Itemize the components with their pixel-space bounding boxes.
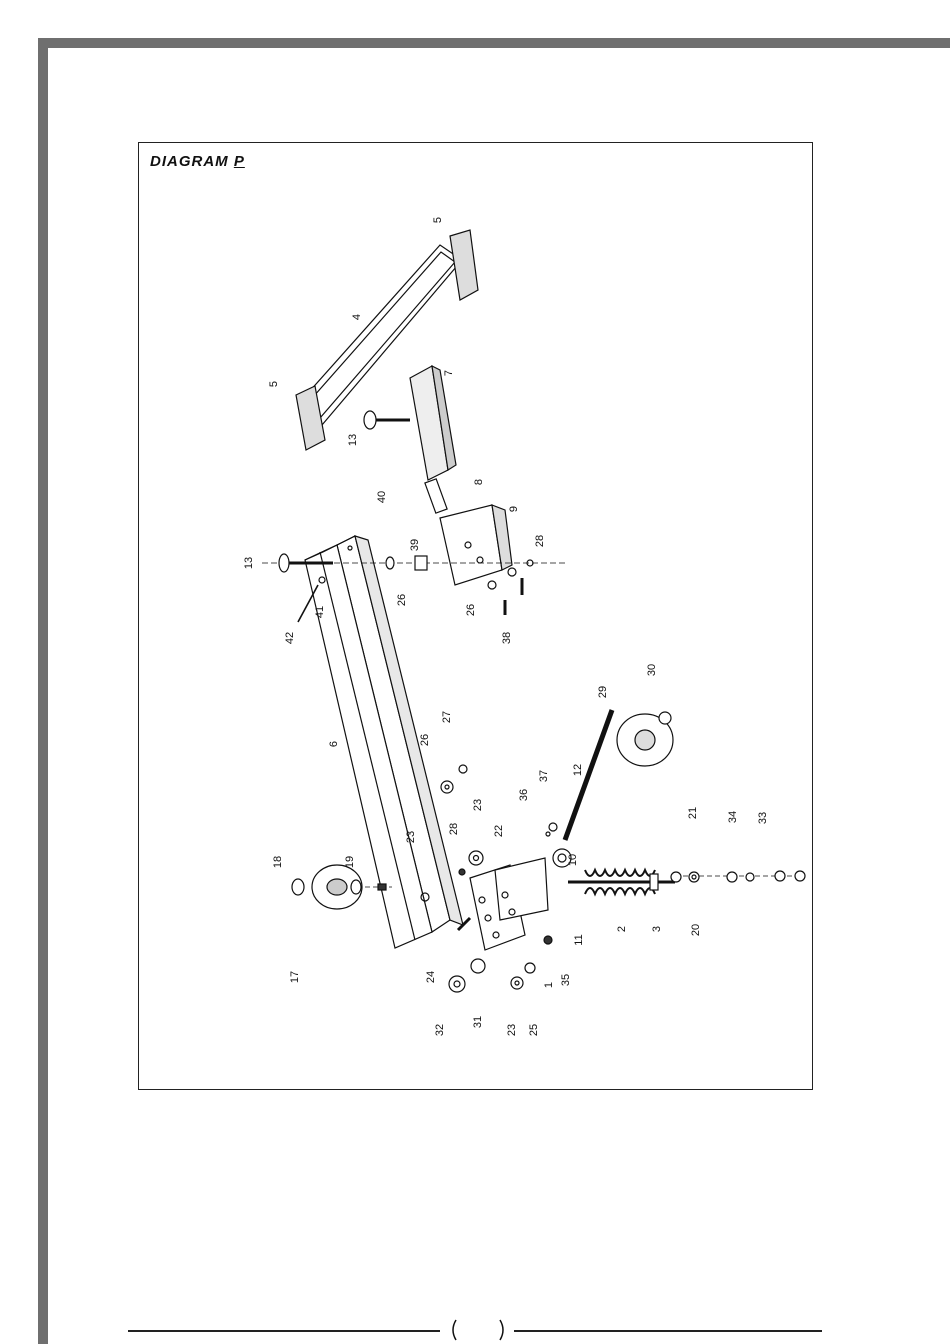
part-label-p42: 42	[284, 632, 296, 644]
part-label-p6: 6	[328, 741, 340, 747]
part-label-p21: 21	[687, 807, 699, 819]
part-label-p5a: 5	[432, 217, 444, 223]
angle-bracket-part	[440, 505, 512, 585]
bracket-part	[410, 366, 456, 480]
part-label-p39: 39	[409, 539, 421, 551]
part-label-p7: 7	[443, 370, 455, 376]
part-label-p2: 2	[616, 926, 628, 932]
part-label-p19: 19	[344, 856, 356, 868]
part-label-p9: 9	[508, 506, 520, 512]
part-label-p26a: 26	[396, 594, 408, 606]
spring-part	[568, 870, 675, 894]
part-label-p23b: 23	[405, 831, 417, 843]
part-label-p25: 25	[528, 1024, 540, 1036]
part-label-p23a: 23	[472, 799, 484, 811]
part-label-p24: 24	[425, 971, 437, 983]
part-label-p28b: 28	[448, 823, 460, 835]
part-label-p26c: 26	[419, 734, 431, 746]
part-label-p29: 29	[597, 686, 609, 698]
page-number-bracket	[448, 1319, 508, 1341]
footer-rule-left	[128, 1330, 440, 1332]
part-label-p17: 17	[289, 971, 301, 983]
part-label-p40: 40	[376, 491, 388, 503]
part-label-p4: 4	[351, 314, 363, 320]
mounting-plate-part	[470, 858, 548, 950]
part-label-p11: 11	[573, 934, 585, 945]
part-label-p13a: 13	[347, 434, 359, 446]
part-label-p28a: 28	[534, 535, 546, 547]
part-label-p8: 8	[473, 479, 485, 485]
part-label-p35: 35	[560, 974, 572, 986]
part-label-p26b: 26	[465, 604, 477, 616]
part-label-p41: 41	[314, 606, 326, 618]
part-label-p3: 3	[651, 926, 663, 932]
part-label-p34: 34	[727, 811, 739, 823]
part-label-p22: 22	[493, 825, 505, 837]
part-label-p38: 38	[501, 632, 513, 644]
part-label-p5b: 5	[268, 381, 280, 387]
part-label-p23c: 23	[506, 1024, 518, 1036]
part-label-p31: 31	[472, 1016, 484, 1028]
part-label-p27: 27	[441, 711, 453, 723]
part-label-p10: 10	[567, 854, 579, 866]
part-label-p36: 36	[518, 789, 530, 801]
part-label-p32: 32	[434, 1024, 446, 1036]
part-label-p1: 1	[543, 982, 555, 988]
part-label-p20: 20	[690, 924, 702, 936]
part-label-p30: 30	[646, 664, 658, 676]
part-label-p18: 18	[272, 856, 284, 868]
part-label-p12: 12	[572, 764, 584, 776]
footer-rule-right	[514, 1330, 822, 1332]
part-label-p33: 33	[757, 812, 769, 824]
part-label-p37: 37	[538, 770, 550, 782]
table-plate-part	[296, 230, 478, 450]
part-label-p13b: 13	[243, 557, 255, 569]
